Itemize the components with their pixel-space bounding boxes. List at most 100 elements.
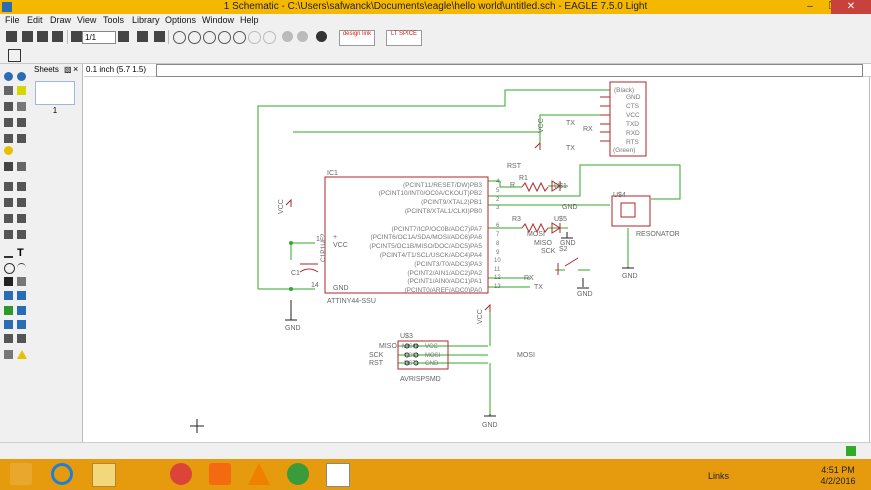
label-icon[interactable] xyxy=(17,306,26,315)
copy-icon[interactable] xyxy=(17,102,26,111)
frame-icon[interactable] xyxy=(17,334,26,343)
zoom-out-icon[interactable] xyxy=(203,31,216,44)
ulp-icon[interactable] xyxy=(137,31,148,42)
bus-icon[interactable] xyxy=(4,291,13,300)
board-icon[interactable] xyxy=(71,31,82,42)
svg-text:AVRISPSMD: AVRISPSMD xyxy=(400,376,441,383)
add-icon[interactable] xyxy=(17,162,26,171)
go-icon[interactable] xyxy=(297,31,308,42)
cam-icon[interactable] xyxy=(52,31,63,42)
grid-icon[interactable] xyxy=(8,49,21,62)
schematic-canvas[interactable]: IC1 ATTINY44-SSU + VCC GND 1 14 (PCINT11… xyxy=(84,77,870,442)
change-icon[interactable] xyxy=(17,134,26,143)
junction-icon[interactable] xyxy=(4,306,13,315)
grid-icon[interactable] xyxy=(154,31,165,42)
mark-icon[interactable] xyxy=(17,86,26,95)
value-icon[interactable] xyxy=(4,214,13,223)
erc-icon[interactable] xyxy=(4,350,13,359)
svg-text:7: 7 xyxy=(496,232,500,238)
zoom-in-icon[interactable] xyxy=(188,31,201,44)
menu-library[interactable]: Library xyxy=(132,15,160,25)
close-panel-icon[interactable]: × xyxy=(73,64,79,74)
svg-text:+: + xyxy=(333,234,337,241)
lt-spice-button[interactable]: LT SPICE xyxy=(386,30,422,46)
save-icon[interactable] xyxy=(22,31,33,42)
links-toolbar[interactable]: Links xyxy=(708,471,730,481)
net-icon[interactable] xyxy=(17,291,26,300)
invoke-icon[interactable] xyxy=(4,334,13,343)
name-icon[interactable] xyxy=(17,198,26,207)
rotate-icon[interactable] xyxy=(17,118,26,127)
pinswap-icon[interactable] xyxy=(4,182,13,191)
polygon-icon[interactable] xyxy=(17,277,26,286)
utorrent-icon[interactable] xyxy=(287,463,309,485)
script-icon[interactable] xyxy=(118,31,129,42)
menu-help[interactable]: Help xyxy=(240,15,259,25)
zoom-fit-icon[interactable] xyxy=(173,31,186,44)
smash-icon[interactable] xyxy=(17,214,26,223)
minimize-button[interactable]: – xyxy=(807,1,813,12)
display-icon[interactable] xyxy=(4,86,13,95)
paste-icon[interactable] xyxy=(4,146,13,155)
undo-icon[interactable] xyxy=(248,31,261,44)
attribute-icon[interactable] xyxy=(4,320,13,329)
help-icon[interactable] xyxy=(316,31,327,42)
info-icon[interactable] xyxy=(4,72,13,81)
menu-draw[interactable]: Draw xyxy=(50,15,72,25)
ic1-pin-pb0: (PCINT8/XTAL1/CLKI)PB0 xyxy=(405,208,483,215)
split-icon[interactable] xyxy=(17,230,26,239)
close-button[interactable]: ✕ xyxy=(831,0,871,14)
dimension-icon[interactable] xyxy=(17,320,26,329)
show-icon[interactable] xyxy=(17,72,26,81)
design-link-button[interactable]: design link xyxy=(339,30,375,46)
replace-icon[interactable] xyxy=(17,182,26,191)
zoom-redraw-icon[interactable] xyxy=(218,31,231,44)
svg-text:MOSI: MOSI xyxy=(425,353,441,359)
arc-icon[interactable] xyxy=(17,263,26,273)
stop-icon[interactable] xyxy=(282,31,293,42)
ic1-gnd: GND xyxy=(333,285,349,292)
menu-options[interactable]: Options xyxy=(165,15,197,25)
go-status-icon[interactable] xyxy=(846,446,856,456)
chrome-icon[interactable] xyxy=(170,463,192,485)
start-icon[interactable] xyxy=(10,463,32,485)
menu-view[interactable]: View xyxy=(77,15,97,25)
eagle-taskbar-icon[interactable] xyxy=(326,463,350,487)
menu-tools[interactable]: Tools xyxy=(103,15,125,25)
open-icon[interactable] xyxy=(6,31,17,42)
text-icon[interactable]: T xyxy=(17,247,24,259)
move-icon[interactable] xyxy=(4,102,13,111)
title-bar: 1 Schematic - C:\Users\safwanck\Document… xyxy=(0,0,871,14)
zoom-select-icon[interactable] xyxy=(233,31,246,44)
explorer-icon[interactable] xyxy=(92,463,116,487)
ic1-pin-pa6: (PCINT6/OC1A/SDA/MOSI/ADC6)PA6 xyxy=(371,234,483,241)
svg-text:GND: GND xyxy=(622,273,638,280)
print-icon[interactable] xyxy=(37,31,48,42)
command-input[interactable] xyxy=(156,64,863,77)
circle-icon[interactable] xyxy=(4,263,15,274)
group-icon[interactable] xyxy=(4,134,13,143)
mirror-icon[interactable] xyxy=(4,118,13,127)
menu-window[interactable]: Window xyxy=(202,15,235,25)
ie-icon[interactable] xyxy=(51,463,73,485)
wire-icon[interactable] xyxy=(4,249,13,258)
delete-icon[interactable] xyxy=(4,162,13,171)
sheet-thumbnail[interactable] xyxy=(35,81,75,105)
firefox-icon[interactable] xyxy=(209,463,231,485)
svg-text:TX: TX xyxy=(566,145,575,152)
svg-text:VCC: VCC xyxy=(538,118,545,133)
miter-icon[interactable] xyxy=(4,230,13,239)
menu-file[interactable]: File xyxy=(5,15,20,25)
errors-icon[interactable] xyxy=(17,350,27,359)
float-icon[interactable]: ▧ xyxy=(64,65,72,74)
menu-edit[interactable]: Edit xyxy=(27,15,43,25)
svg-text:RST: RST xyxy=(369,360,384,367)
redo-icon[interactable] xyxy=(263,31,276,44)
sheet-select[interactable]: 1/1 xyxy=(82,31,116,44)
ic1-vcc: VCC xyxy=(333,242,348,249)
clock[interactable]: 4:51 PM 4/2/2016 xyxy=(815,465,861,487)
vlc-icon[interactable] xyxy=(248,463,270,485)
gateswap-icon[interactable] xyxy=(4,198,13,207)
svg-text:MISO: MISO xyxy=(379,343,397,350)
rect-icon[interactable] xyxy=(4,277,13,286)
